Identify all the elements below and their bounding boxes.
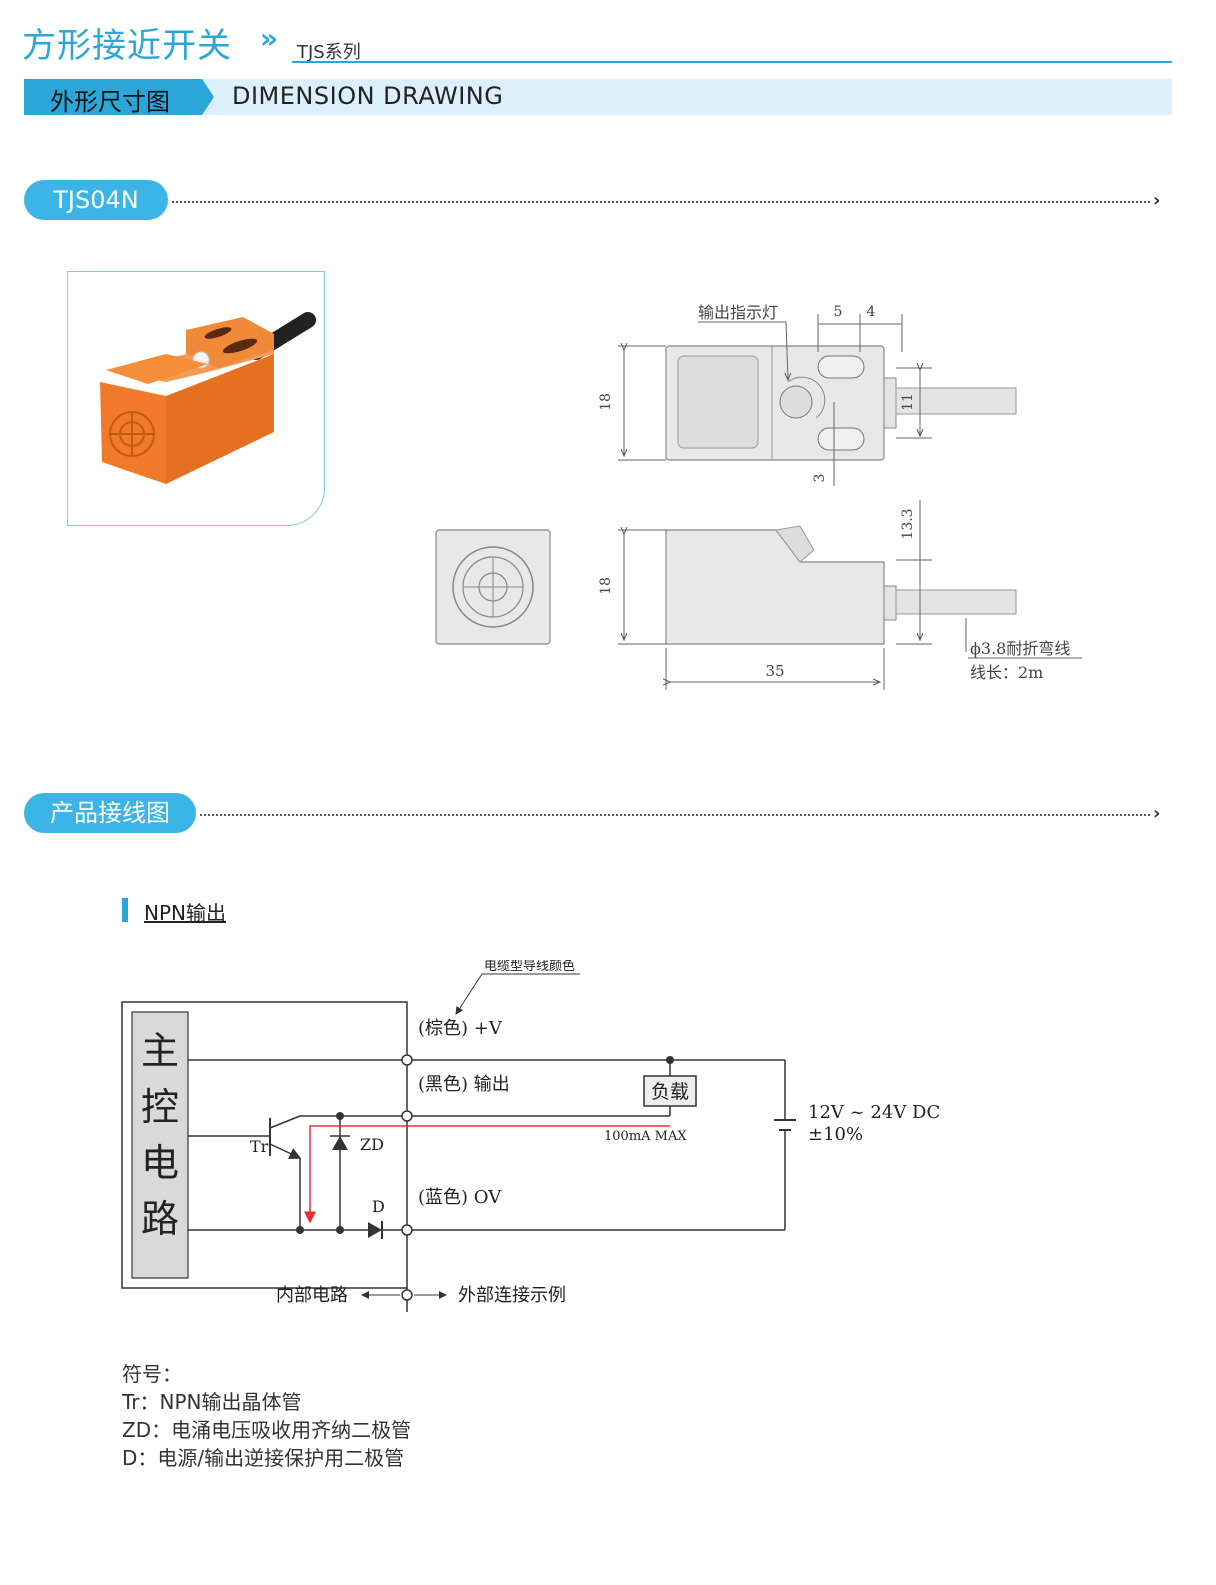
dim-4: 4 <box>867 304 876 320</box>
dotted-divider <box>172 201 1150 203</box>
section-band <box>24 79 1172 115</box>
npn-output-label: NPN输出 <box>144 901 226 925</box>
load-box <box>643 1075 697 1107</box>
dim-13-3: 13.3 <box>900 508 916 539</box>
sensing-face <box>677 355 759 449</box>
series-name: TJS系列 <box>297 42 361 63</box>
supply-tolerance: ±10% <box>808 1124 863 1145</box>
external-connection-label: 外部连接示例 <box>458 1285 566 1306</box>
product-photo <box>67 271 325 526</box>
black-wire-label: (黑色) 输出 <box>418 1074 510 1095</box>
dim-5: 5 <box>834 304 843 320</box>
blue-wire-label: (蓝色) OV <box>418 1187 502 1208</box>
section-title-en: DIMENSION DRAWING <box>232 82 504 110</box>
side-view-body <box>665 529 885 645</box>
dotted-divider-2 <box>200 814 1150 816</box>
indicator-label: 输出指示灯 <box>698 303 778 322</box>
d-label: D <box>372 1197 385 1216</box>
tr-label: Tr <box>250 1137 269 1156</box>
brown-wire-label: (棕色) +V <box>418 1018 503 1039</box>
legend-title: 符号： <box>122 1362 182 1386</box>
dim-18-side: 18 <box>598 577 614 595</box>
load-label: 负载 <box>651 1081 689 1103</box>
title-underline <box>292 61 1172 63</box>
internal-circuit-box <box>121 1001 408 1289</box>
wiring-section-pill: 产品接线图 <box>24 793 196 833</box>
dim-35: 35 <box>765 662 784 680</box>
page-title: 方形接近开关 <box>22 26 232 66</box>
main-circuit-block <box>131 1011 189 1279</box>
legend-item-d: D：电源/输出逆接保护用二极管 <box>122 1446 405 1470</box>
section-tag <box>24 79 214 115</box>
chevron-right-icon: › <box>1153 190 1161 211</box>
current-path <box>304 1125 670 1224</box>
chevron-right-icon-2: › <box>1153 803 1161 824</box>
main-char-1: 主 <box>141 1029 179 1073</box>
title-separator: » <box>260 22 279 55</box>
dimension-drawing: 18 5 4 输出指示灯 11 3 18 13.3 35 ϕ3.8耐折弯线 线长… <box>435 303 1082 690</box>
mount-slot-bottom <box>817 427 865 451</box>
internal-circuit-label: 内部电路 <box>276 1285 348 1306</box>
cable-top-view <box>895 387 1017 415</box>
zener-diode <box>332 1136 348 1150</box>
mount-slot-top <box>817 355 865 379</box>
main-char-3: 电 <box>141 1141 179 1185</box>
current-label: 100mA MAX <box>604 1129 687 1144</box>
protection-diode <box>368 1222 382 1238</box>
cable-length: 线长：2m <box>970 663 1043 682</box>
zd-label: ZD <box>360 1135 384 1154</box>
wiring-diagram: 主 控 电 路 Tr ZD D 负载 100mA MAX 12V ~ 24V D… <box>121 960 940 1312</box>
dim-11: 11 <box>900 393 916 411</box>
model-pill: TJS04N <box>24 180 168 220</box>
wire-color-note: 电缆型导线颜色 <box>484 960 575 974</box>
dim-18-top: 18 <box>598 393 614 411</box>
npn-marker <box>122 898 128 922</box>
section-title-cn: 外形尺寸图 <box>50 88 170 116</box>
sensor-illustration <box>100 312 316 484</box>
legend-item-tr: Tr：NPN输出晶体管 <box>122 1390 302 1414</box>
dim-3: 3 <box>812 474 828 483</box>
supply-label: 12V ~ 24V DC <box>808 1102 940 1123</box>
cable-side-view <box>895 589 1017 615</box>
indicator-led <box>779 385 813 419</box>
main-char-4: 路 <box>141 1197 179 1241</box>
cable-spec: ϕ3.8耐折弯线 <box>970 639 1070 658</box>
main-char-2: 控 <box>141 1085 179 1129</box>
legend-item-zd: ZD：电涌电压吸收用齐纳二极管 <box>122 1418 412 1442</box>
